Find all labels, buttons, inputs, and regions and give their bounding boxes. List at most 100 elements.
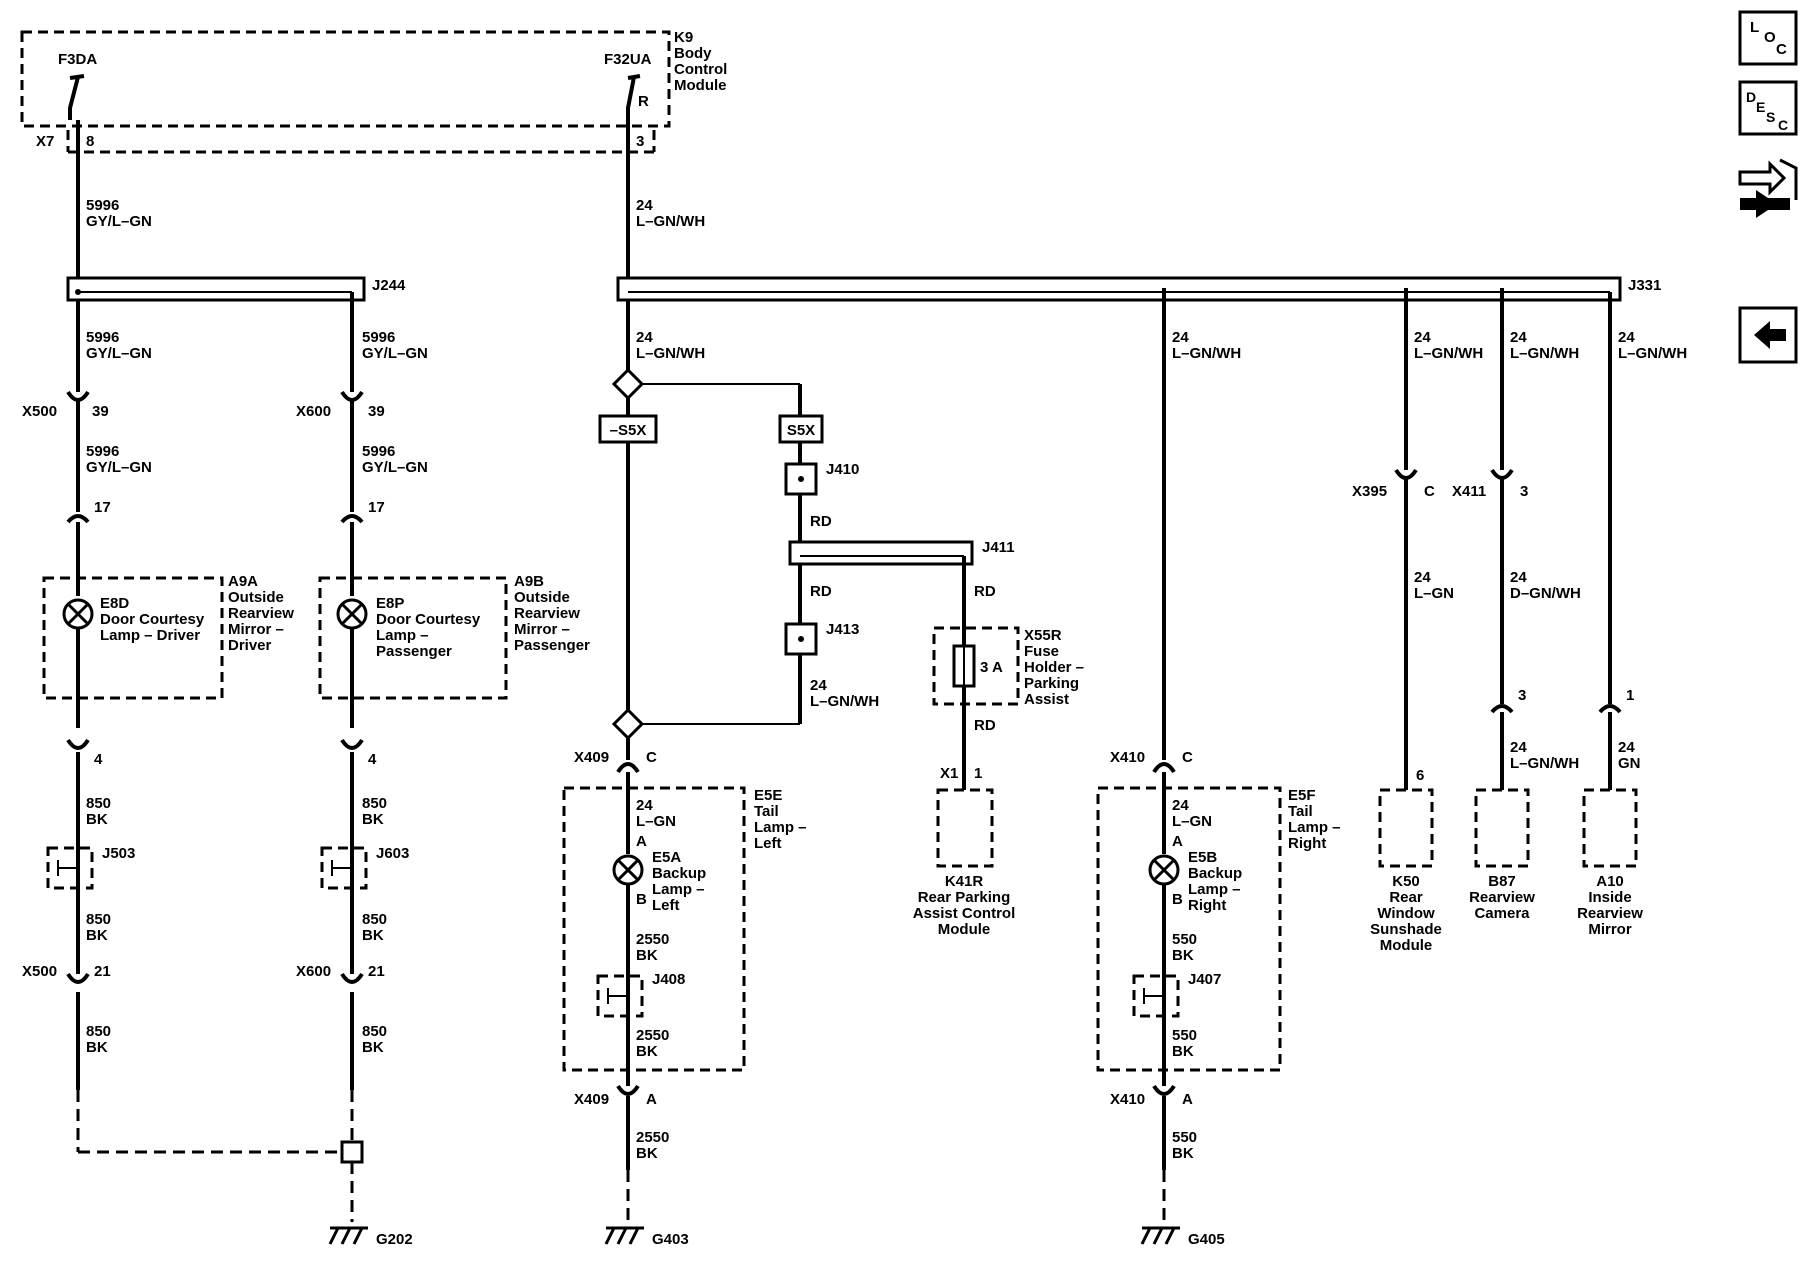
wire-label-color: L–GN/WH (1510, 755, 1579, 772)
connector-pin: 1 (1626, 687, 1634, 704)
fuse-holder-x55r-label: Parking (1024, 675, 1079, 692)
lamp-e5b-symbol (1148, 854, 1180, 886)
module-a10-outline (1582, 788, 1638, 868)
module-a10-label: Rearview (1577, 905, 1643, 922)
wire-label-color: BK (636, 1145, 658, 1162)
wire-label-color: D–GN/WH (1510, 585, 1581, 602)
connector-x500-label: X500 (22, 963, 57, 980)
module-a9a-label: Rearview (228, 605, 294, 622)
k9-label-3: Module (674, 77, 727, 94)
splice-j411-label: J411 (982, 539, 1015, 556)
wire-label-color: GY/L–GN (362, 345, 428, 362)
lamp-e5b-label: Lamp – (1188, 881, 1241, 898)
module-k50-label: Rear (1389, 889, 1423, 906)
module-a10-label: Mirror (1588, 921, 1632, 938)
fuse-f3da-label: F3DA (58, 51, 97, 68)
back-button[interactable] (1738, 306, 1798, 364)
module-a9b-label: Mirror – (514, 621, 570, 638)
module-e5f-id: E5F (1288, 787, 1316, 804)
connector-pin: 21 (368, 963, 385, 980)
wire-label-color: BK (86, 1039, 108, 1056)
module-k50-outline (1378, 788, 1434, 868)
module-e5e-label: Lamp – (754, 819, 807, 836)
wire-label-color: BK (636, 947, 658, 964)
connector-a10-1 (1598, 704, 1622, 714)
wire-label-number: 24 (636, 329, 653, 346)
wire-label-number: 24 (1510, 739, 1527, 756)
lamp-e5b-id: E5B (1188, 849, 1217, 866)
connector-x411-3 (1490, 468, 1514, 480)
desc-button-letter: C (1778, 117, 1788, 133)
wire-label-color: BK (86, 927, 108, 944)
wire-label-number: 24 (1414, 569, 1431, 586)
module-k50-label: Sunshade (1370, 921, 1442, 938)
module-a9a-label: Mirror – (228, 621, 284, 638)
wire-label-color: RD (810, 583, 832, 600)
wire-label-number: 5996 (86, 197, 119, 214)
wire-label-number: 550 (1172, 1027, 1197, 1044)
fuse-f3da-symbol (68, 74, 85, 120)
module-a9b-label: Passenger (514, 637, 590, 654)
connector-x410-label: X410 (1110, 1091, 1145, 1108)
fuse-holder-x55r-label: Holder – (1024, 659, 1084, 676)
connector-pin: C (646, 749, 657, 766)
connector-a9a-4 (66, 738, 90, 750)
lamp-e8d-label: Door Courtesy (100, 611, 205, 628)
splice-j331 (616, 276, 1622, 302)
module-k41r-label: Rear Parking (918, 889, 1011, 906)
connector-pin: 39 (368, 403, 385, 420)
fuse-holder-x55r-id: X55R (1024, 627, 1062, 644)
option-s5x-neg (598, 414, 658, 444)
wire-label-number: 24 (1414, 329, 1431, 346)
connector-x411-label: X411 (1452, 483, 1486, 500)
connector-x500-39 (66, 390, 90, 402)
connector-x600-label: X600 (296, 403, 331, 420)
wire-label-number: 850 (86, 795, 111, 812)
lamp-e8p-symbol (336, 598, 368, 630)
splice-j244-label: J244 (372, 277, 406, 294)
wire-label-number: 24 (810, 677, 827, 694)
splice-j407 (1132, 974, 1180, 1018)
arrow-left-icon (1754, 321, 1786, 349)
wire-label-color: L–GN/WH (1172, 345, 1241, 362)
option-s5x (778, 414, 824, 444)
k9-label-1: Body (674, 45, 712, 62)
ground-g405-label: G405 (1188, 1231, 1225, 1248)
connector-x409-label: X409 (574, 1091, 609, 1108)
wire-label-number: 850 (362, 911, 387, 928)
module-b87-id: B87 (1488, 873, 1516, 890)
lamp-e5b-label: Backup (1188, 865, 1242, 882)
connector-x409-c (616, 762, 640, 774)
connector-x500-21 (66, 972, 90, 984)
wire-label-color: L–GN/WH (1510, 345, 1579, 362)
desc-button-letter: S (1766, 109, 1775, 125)
splice-j413 (784, 622, 818, 656)
module-a9b-outline (318, 576, 508, 700)
wire-label-color: L–GN (1172, 813, 1212, 830)
loc-button[interactable]: L O C (1738, 10, 1798, 66)
module-b87-outline (1474, 788, 1530, 868)
connector-a9b-17 (340, 514, 364, 524)
lamp-e8d-symbol (62, 598, 94, 630)
connector-x395-c (1394, 468, 1418, 480)
connector-pin: 21 (94, 963, 111, 980)
connector-pin: A (646, 1091, 657, 1108)
module-k41r-outline (936, 788, 994, 868)
splice-j413-label: J413 (826, 621, 859, 638)
wire-label-color: L–GN (1414, 585, 1454, 602)
connector-pin: 3 (1520, 483, 1528, 500)
connector-a9b-4 (340, 738, 364, 750)
module-k41r-id: K41R (945, 873, 984, 890)
ground-g202-symbol (328, 1226, 368, 1245)
connector-view-icon[interactable] (1738, 158, 1798, 218)
wire-label-number: 24 (636, 197, 653, 214)
connector-pin: 6 (1416, 767, 1424, 784)
desc-button[interactable]: D E S C (1738, 80, 1798, 136)
fuse-f32ua-label: F32UA (604, 51, 652, 68)
wire-label-color: BK (1172, 1145, 1194, 1162)
connector-a9a-17 (66, 514, 90, 524)
loc-button-letter: C (1776, 41, 1787, 58)
connector-pin: C (1424, 483, 1435, 500)
lamp-e5a-label: Left (652, 897, 680, 914)
